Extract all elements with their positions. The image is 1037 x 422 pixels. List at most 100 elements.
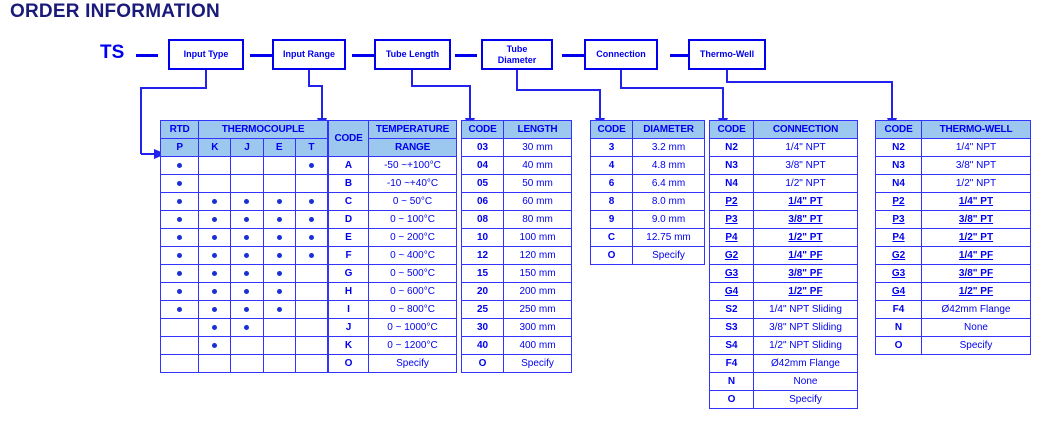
cell-code: G2 [875, 246, 922, 265]
dot-marker-cell [198, 300, 232, 319]
dash-connector [136, 54, 158, 57]
table-header-row: CODE THERMO-WELL [875, 120, 1031, 139]
cell-code: N4 [875, 174, 922, 193]
cell-connection: 1/2" NPT [753, 174, 858, 193]
cell-code: F4 [875, 300, 922, 319]
cell-code: C [328, 192, 369, 211]
dot-icon [244, 199, 250, 204]
column-header-code: CODE [709, 120, 754, 139]
column-header-diameter: DIAMETER [632, 120, 705, 139]
cell-diameter: 12.75 mm [632, 228, 705, 247]
dot-marker-cell [159, 300, 200, 319]
cell-connection: 1/2" PT [753, 228, 858, 247]
dot-marker-cell [159, 264, 200, 283]
cell-connection: 1/2" NPT Sliding [753, 336, 858, 355]
column-header-length: LENGTH [503, 120, 572, 139]
cell-code: 12 [461, 246, 504, 265]
cell-code: G2 [709, 246, 754, 265]
cell-thermowell: 1/4" NPT [921, 138, 1031, 157]
empty-cell [198, 354, 232, 373]
model-prefix-label: TS [100, 42, 125, 63]
cell-temperature-range: 0 ~ 1200°C [368, 336, 457, 355]
cell-code: 04 [461, 156, 504, 175]
flow-box-tube-length[interactable]: Tube Length [374, 39, 451, 70]
dot-icon [177, 217, 183, 222]
flow-box-tube-diameter[interactable]: Tube Diameter [481, 39, 553, 70]
table-row [159, 354, 329, 373]
column-header-connection: CONNECTION [753, 120, 858, 139]
dot-marker-cell [294, 192, 329, 211]
table-row [159, 210, 329, 229]
dot-marker-cell [198, 210, 232, 229]
dot-icon [276, 235, 282, 240]
cell-connection: None [753, 372, 858, 391]
cell-code: F [328, 246, 369, 265]
flow-box-input-type[interactable]: Input Type [168, 39, 244, 70]
dot-icon [177, 199, 183, 204]
dot-marker-cell [159, 192, 200, 211]
cell-code: 8 [590, 192, 633, 211]
dot-marker-cell [159, 228, 200, 247]
table-row [159, 192, 329, 211]
dot-icon [212, 289, 218, 294]
dot-icon [276, 199, 282, 204]
empty-cell [294, 354, 329, 373]
column-header-t: T [294, 138, 329, 157]
flow-box-input-range[interactable]: Input Range [272, 39, 346, 70]
cell-code: N2 [875, 138, 922, 157]
cell-temperature-range: 0 ~ 200°C [368, 228, 457, 247]
flow-box-thermo-well[interactable]: Thermo-Well [688, 39, 766, 70]
cell-code: S4 [709, 336, 754, 355]
table-row: A-50 ~+100°C [328, 156, 457, 175]
dot-marker-cell [159, 246, 200, 265]
cell-diameter: 9.0 mm [632, 210, 705, 229]
cell-length: 60 mm [503, 192, 572, 211]
cell-code: 06 [461, 192, 504, 211]
cell-code: S3 [709, 318, 754, 337]
dot-icon [212, 307, 218, 312]
table-header-row: CODE DIAMETER [590, 120, 705, 139]
dash-connector [455, 54, 477, 57]
dot-icon [212, 325, 218, 330]
dot-icon [276, 253, 282, 258]
dot-marker-cell [262, 282, 296, 301]
empty-cell [294, 282, 329, 301]
dot-icon [308, 217, 314, 222]
table-header-row: CODE CONNECTION [709, 120, 858, 139]
column-header-thermowell: THERMO-WELL [921, 120, 1031, 139]
cell-code: 40 [461, 336, 504, 355]
dot-icon [212, 217, 218, 222]
flow-box-connection[interactable]: Connection [584, 39, 658, 70]
table-row [159, 174, 329, 193]
table-row [159, 156, 329, 175]
column-header-e: E [262, 138, 296, 157]
dot-icon [212, 199, 218, 204]
cell-code: 20 [461, 282, 504, 301]
column-header-rtd: RTD [159, 120, 200, 139]
empty-cell [159, 318, 200, 337]
dot-icon [244, 235, 250, 240]
cell-code: O [875, 336, 922, 355]
cell-temperature-range: 0 ~ 600°C [368, 282, 457, 301]
cell-length: 150 mm [503, 264, 572, 283]
dot-marker-cell [230, 228, 264, 247]
cell-code: D [328, 210, 369, 229]
cell-connection: 1/2" PF [753, 282, 858, 301]
